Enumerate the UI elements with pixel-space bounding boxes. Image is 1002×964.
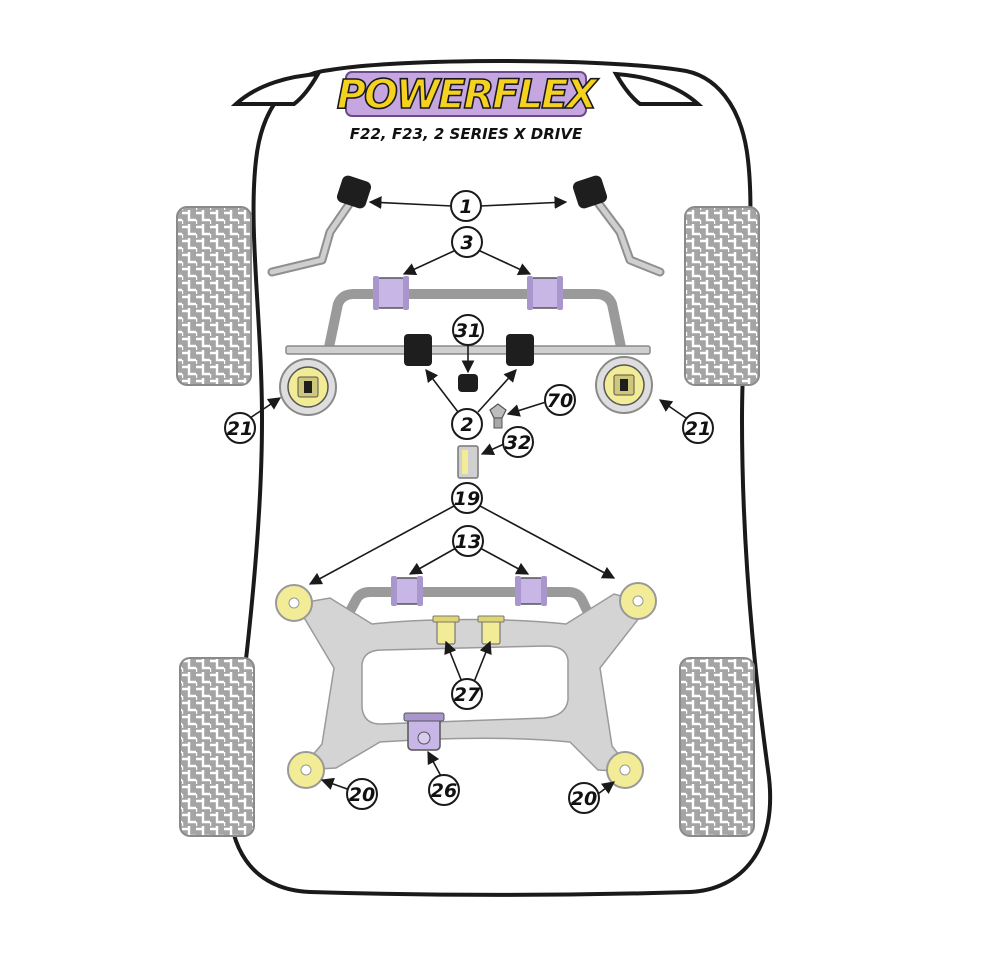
callout-26: 26 [428,774,460,806]
callout-70: 70 [544,384,576,416]
front-right-arm-bush [572,175,608,209]
callout-13: 13 [452,525,484,557]
callout-20-right: 20 [568,782,600,814]
subframe-bush-front-right [619,582,657,620]
front-right-tyre [684,206,760,386]
svg-text:20: 20 [349,784,375,806]
callout-21-left: 21 [224,412,256,444]
callout-19: 19 [451,482,483,514]
front-lower-bush-left [404,334,432,366]
svg-text:21: 21 [685,418,711,440]
model-subtitle: F22, F23, 2 SERIES X DRIVE [350,125,583,143]
logo-text: POWERFLEX [337,72,600,118]
part-32-insert [457,445,479,479]
subframe-bush-rear-left [287,751,325,789]
subframe-bush-front-left [275,584,313,622]
svg-text:20: 20 [571,788,597,810]
leader-lines [249,196,687,795]
front-left-tyre [176,206,252,386]
svg-text:32: 32 [505,432,531,454]
part-26-diff-mount [403,712,445,751]
svg-text:13: 13 [455,531,481,553]
svg-text:31: 31 [455,320,481,342]
part-70-mount [489,403,507,429]
callout-3: 3 [451,226,483,258]
car-body-outline [227,59,773,897]
front-left-top-mount [279,358,337,416]
svg-text:1: 1 [459,196,472,218]
svg-text:21: 21 [227,418,253,440]
svg-text:27: 27 [454,684,481,706]
callout-2: 2 [451,408,483,440]
rear-right-tyre [679,657,755,837]
front-right-arm-edge [593,197,663,275]
front-lower-bush-right [506,334,534,366]
powerflex-logo: POWERFLEX [336,71,602,119]
front-arb-bush-right [527,276,563,310]
svg-text:70: 70 [547,390,573,412]
front-left-arm-bush [336,175,372,209]
rear-arb-bush-right [515,576,547,606]
front-right-top-mount [595,356,653,414]
rear-arb-bush-left [391,576,423,606]
front-arb-bush-left [373,276,409,310]
front-left-arm-edge [269,197,355,275]
callout-32: 32 [502,426,534,458]
rear-anti-roll-bar [335,587,601,633]
svg-text:26: 26 [431,780,457,802]
callout-31: 31 [452,314,484,346]
part-27-insert-left [432,615,460,645]
rear-left-tyre [179,657,255,837]
part-27-insert-right [477,615,505,645]
callout-27: 27 [451,678,483,710]
callout-1: 1 [450,190,482,222]
svg-text:2: 2 [460,414,473,436]
left-headlight [230,71,322,106]
callout-21-right: 21 [682,412,714,444]
front-anti-roll-bar [323,289,627,354]
svg-text:19: 19 [454,488,480,510]
part-31-bush [458,374,478,392]
right-headlight [612,71,704,106]
callout-20-left: 20 [346,778,378,810]
subframe-bush-rear-right [606,751,644,789]
svg-text:3: 3 [460,232,473,254]
